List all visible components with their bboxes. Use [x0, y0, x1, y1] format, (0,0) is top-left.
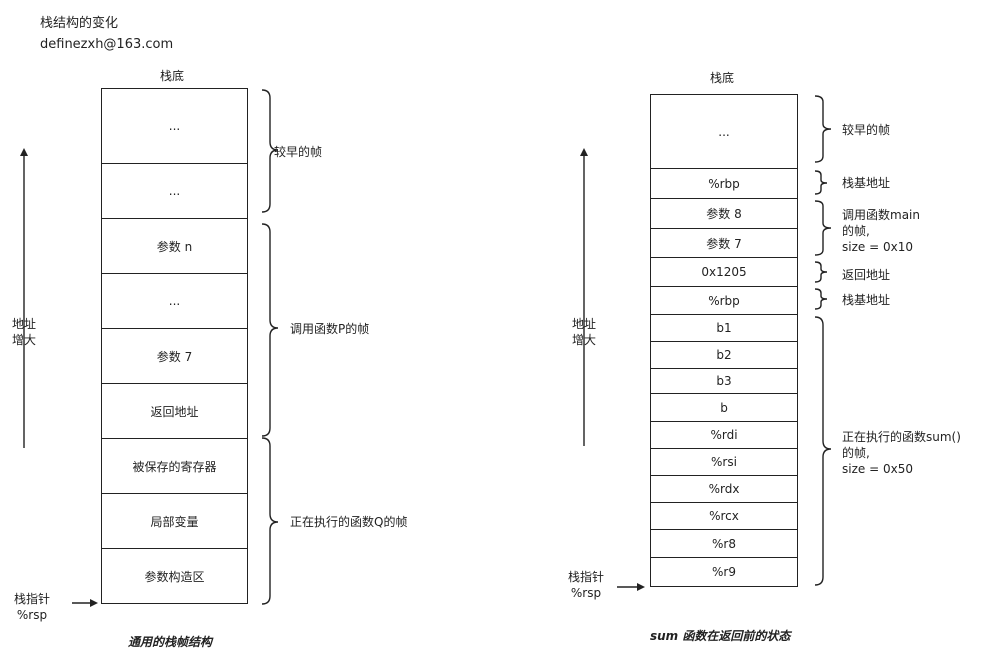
right-brace-earlier-frames: [814, 95, 832, 163]
left-cell-return-address: 返回地址: [101, 383, 248, 439]
right-cell-b3: b3: [650, 368, 798, 394]
left-cell-argument-build-area: 参数构造区: [101, 548, 248, 604]
right-brace-sum-frame: [814, 316, 832, 586]
right-stack-bottom-label: 栈底: [710, 71, 735, 85]
left-cell-ellipsis-1: ...: [101, 88, 248, 164]
right-brace-label-base-pointer-1: 栈基地址: [842, 176, 891, 190]
right-brace-label-base-pointer-2: 栈基地址: [842, 293, 891, 307]
right-cell-r8: %r8: [650, 529, 798, 558]
right-cell-arg-8: 参数 8: [650, 198, 798, 229]
right-cell-rcx: %rcx: [650, 502, 798, 530]
right-brace-main-frame: [814, 200, 832, 256]
left-caption: 通用的栈帧结构: [128, 635, 213, 649]
left-brace-current-frame: [261, 437, 279, 605]
right-brace-label-sum-frame: 正在执行的函数sum() 的帧, size = 0x50: [842, 430, 961, 476]
right-cell-rbp-2: %rbp: [650, 286, 798, 315]
right-cell-return-address: 0x1205: [650, 257, 798, 287]
left-stack-bottom-label: 栈底: [160, 69, 185, 83]
left-cell-ellipsis-3: ...: [101, 273, 248, 329]
left-brace-label-earlier-frames: 较早的帧: [274, 145, 323, 159]
right-brace-return-address: [814, 261, 828, 283]
right-cell-rbp-1: %rbp: [650, 168, 798, 199]
right-cell-ellipsis: ...: [650, 94, 798, 169]
left-brace-label-caller-frame: 调用函数P的帧: [290, 322, 370, 336]
right-brace-label-return-address: 返回地址: [842, 268, 891, 282]
left-stack-pointer-label: 栈指针 %rsp: [14, 592, 51, 622]
right-caption: sum 函数在返回前的状态: [650, 629, 791, 643]
left-brace-earlier-frames: [261, 89, 279, 213]
right-brace-label-main-frame: 调用函数main 的帧, size = 0x10: [842, 208, 920, 254]
right-brace-base-pointer-2: [814, 288, 828, 310]
diagram-title: 栈结构的变化: [40, 16, 119, 31]
right-stack-pointer-label: 栈指针 %rsp: [568, 570, 605, 600]
right-cell-rdi: %rdi: [650, 421, 798, 449]
left-brace-caller-frame: [261, 223, 279, 437]
left-brace-label-current-frame: 正在执行的函数Q的帧: [290, 515, 408, 529]
right-brace-label-earlier-frames: 较早的帧: [842, 123, 891, 137]
right-brace-base-pointer-1: [814, 170, 828, 195]
right-cell-r9: %r9: [650, 557, 798, 587]
author-email: definezxh@163.com: [40, 37, 174, 52]
